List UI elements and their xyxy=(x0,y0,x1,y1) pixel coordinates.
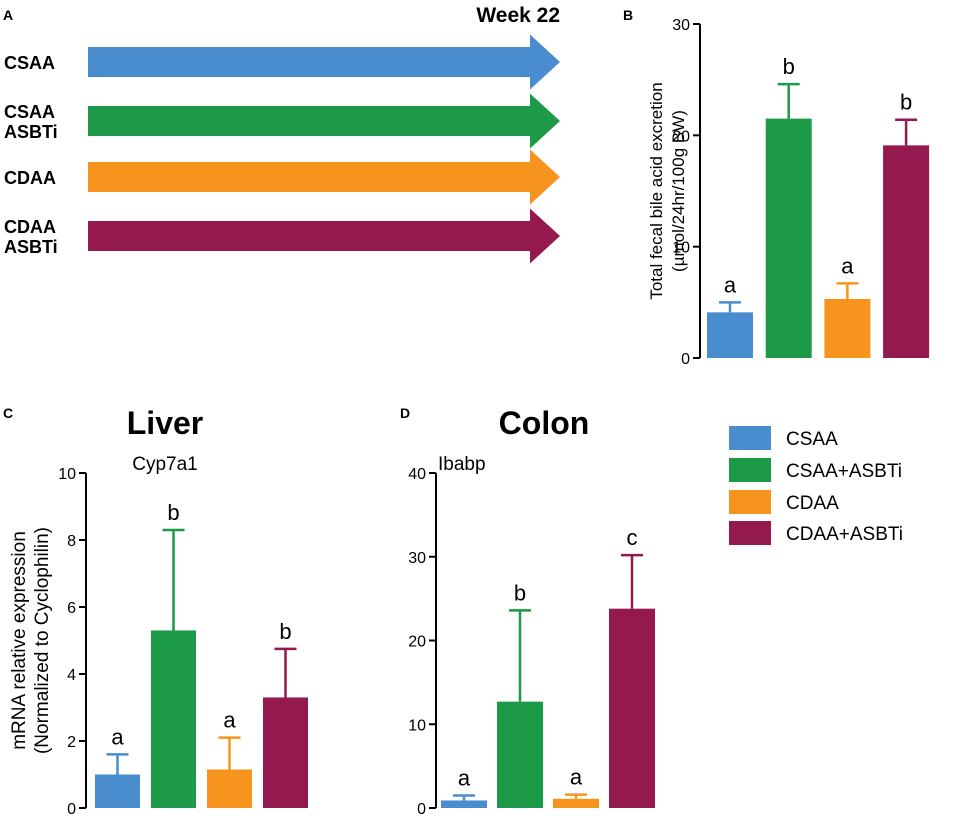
y-axis-label-line2: (µmol/24hr/100g BW) xyxy=(669,110,688,272)
bar xyxy=(883,145,930,358)
significance-letter: b xyxy=(167,500,179,525)
y-tick-label: 10 xyxy=(672,240,690,257)
arrow-3 xyxy=(88,149,560,205)
significance-letter: b xyxy=(514,580,526,605)
legend-label: CDAA+ASBTi xyxy=(786,524,903,545)
arrow-label: CDAA xyxy=(4,168,56,188)
bar xyxy=(824,298,871,358)
arrow-label-line1: CDAA xyxy=(4,217,56,237)
legend-swatch xyxy=(729,426,771,450)
significance-letter: b xyxy=(279,619,291,644)
significance-letter: a xyxy=(570,765,583,790)
arrow-label-line1: CSAA xyxy=(4,102,55,122)
significance-letter: a xyxy=(111,724,124,749)
legend-label: CSAA xyxy=(786,429,838,450)
bar xyxy=(609,608,655,808)
bar xyxy=(553,798,599,808)
legend-label: CDAA xyxy=(786,493,839,514)
y-tick-label: 10 xyxy=(58,466,76,483)
arrow-4 xyxy=(88,208,560,264)
y-tick-label: 30 xyxy=(672,17,690,34)
y-tick-label: 40 xyxy=(408,466,426,483)
significance-letter: a xyxy=(724,272,737,297)
bar xyxy=(95,774,140,808)
panel-letter: D xyxy=(400,405,410,421)
significance-letter: b xyxy=(900,90,912,115)
y-tick-label: 0 xyxy=(681,351,690,368)
week-label: Week 22 xyxy=(476,4,560,27)
y-tick-label: 30 xyxy=(408,550,426,567)
y-tick-label: 0 xyxy=(67,801,76,816)
significance-letter: b xyxy=(783,54,795,79)
bar xyxy=(151,630,196,808)
y-tick-label: 20 xyxy=(408,634,426,651)
y-tick-label: 10 xyxy=(408,717,426,734)
bar xyxy=(497,701,543,808)
y-axis-label-line1: mRNA relative expression xyxy=(9,531,30,750)
arrow-label: CSAA xyxy=(4,53,55,73)
significance-letter: a xyxy=(458,765,471,790)
chart-title: Liver xyxy=(127,405,203,441)
bar xyxy=(765,118,812,358)
y-tick-label: 4 xyxy=(67,667,76,684)
arrow-label-line2: ASBTi xyxy=(4,237,58,257)
bar xyxy=(207,769,252,808)
legend-swatch xyxy=(729,490,771,514)
y-axis-label-line2: (Normalized to Cyclophilin) xyxy=(32,527,53,754)
bar xyxy=(263,697,308,808)
legend-label: CSAA+ASBTi xyxy=(786,461,902,482)
legend-swatch xyxy=(729,458,771,482)
y-tick-label: 8 xyxy=(67,533,76,550)
y-axis-label-line1: Total fecal bile acid excretion xyxy=(647,82,666,299)
bar xyxy=(441,800,487,808)
y-tick-label: 6 xyxy=(67,600,76,617)
chart-title: Colon xyxy=(499,405,590,441)
panel-letter: B xyxy=(623,7,633,23)
bar xyxy=(707,312,753,358)
legend-swatch xyxy=(729,521,771,545)
significance-letter: a xyxy=(841,253,854,278)
significance-letter: a xyxy=(223,708,236,733)
arrow-1 xyxy=(88,34,560,90)
chart-subtitle: Ibabp xyxy=(438,454,486,475)
panel-letter: C xyxy=(3,405,13,421)
significance-letter: c xyxy=(627,525,638,550)
y-tick-label: 2 xyxy=(67,734,76,751)
y-tick-label: 0 xyxy=(417,801,426,816)
y-tick-label: 20 xyxy=(672,128,690,145)
chart-subtitle: Cyp7a1 xyxy=(132,454,198,475)
arrow-2 xyxy=(88,93,560,149)
arrow-label-line2: ASBTi xyxy=(4,122,58,142)
panel-a-letter: A xyxy=(3,7,13,23)
